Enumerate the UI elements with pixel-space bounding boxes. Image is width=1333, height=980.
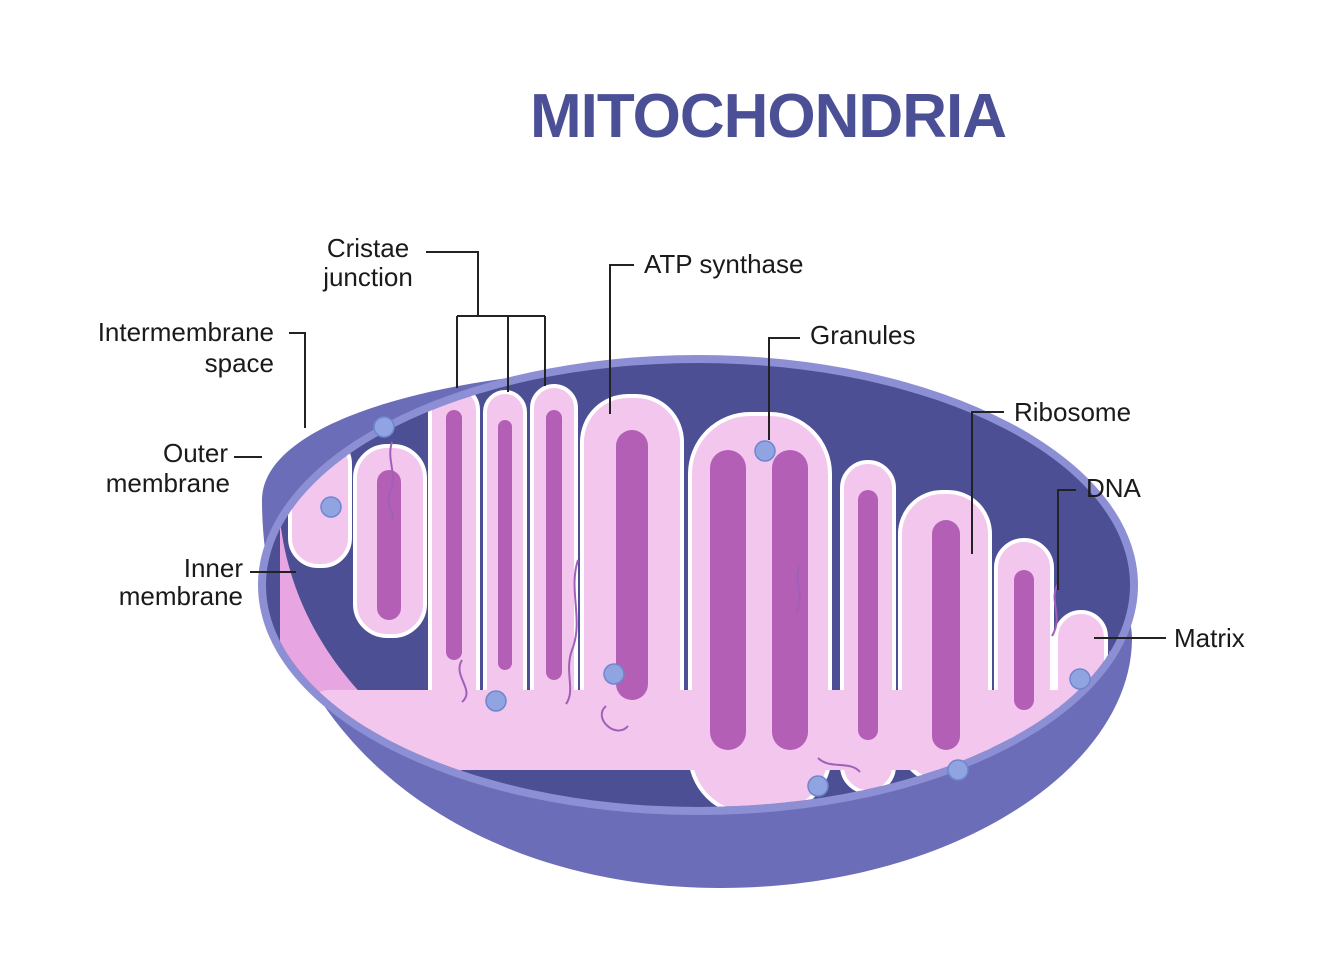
label-ribosome: Ribosome	[1014, 397, 1131, 427]
label-atp-synthase: ATP synthase	[644, 249, 803, 279]
label-matrix: Matrix	[1174, 623, 1245, 653]
leader-lines	[234, 251, 1166, 639]
granules	[320, 416, 1091, 797]
label-intermembrane-space-line1: Intermembrane	[98, 317, 274, 347]
label-granules: Granules	[810, 320, 916, 350]
diagram-title: MITOCHONDRIA	[530, 82, 1006, 151]
label-dna: DNA	[1086, 473, 1142, 503]
label-inner-membrane-line2: membrane	[119, 581, 243, 611]
cristae-grooves	[377, 410, 1034, 750]
label-outer-membrane-line2: membrane	[106, 468, 230, 498]
label-intermembrane-space-line2: space	[205, 348, 274, 378]
label-outer-membrane-line1: Outer	[163, 438, 228, 468]
label-cristae-junction-line1: Cristae	[327, 233, 409, 263]
dna-strands	[387, 441, 1059, 773]
label-inner-membrane-line1: Inner	[184, 553, 244, 583]
label-cristae-junction-line2: junction	[322, 262, 413, 292]
